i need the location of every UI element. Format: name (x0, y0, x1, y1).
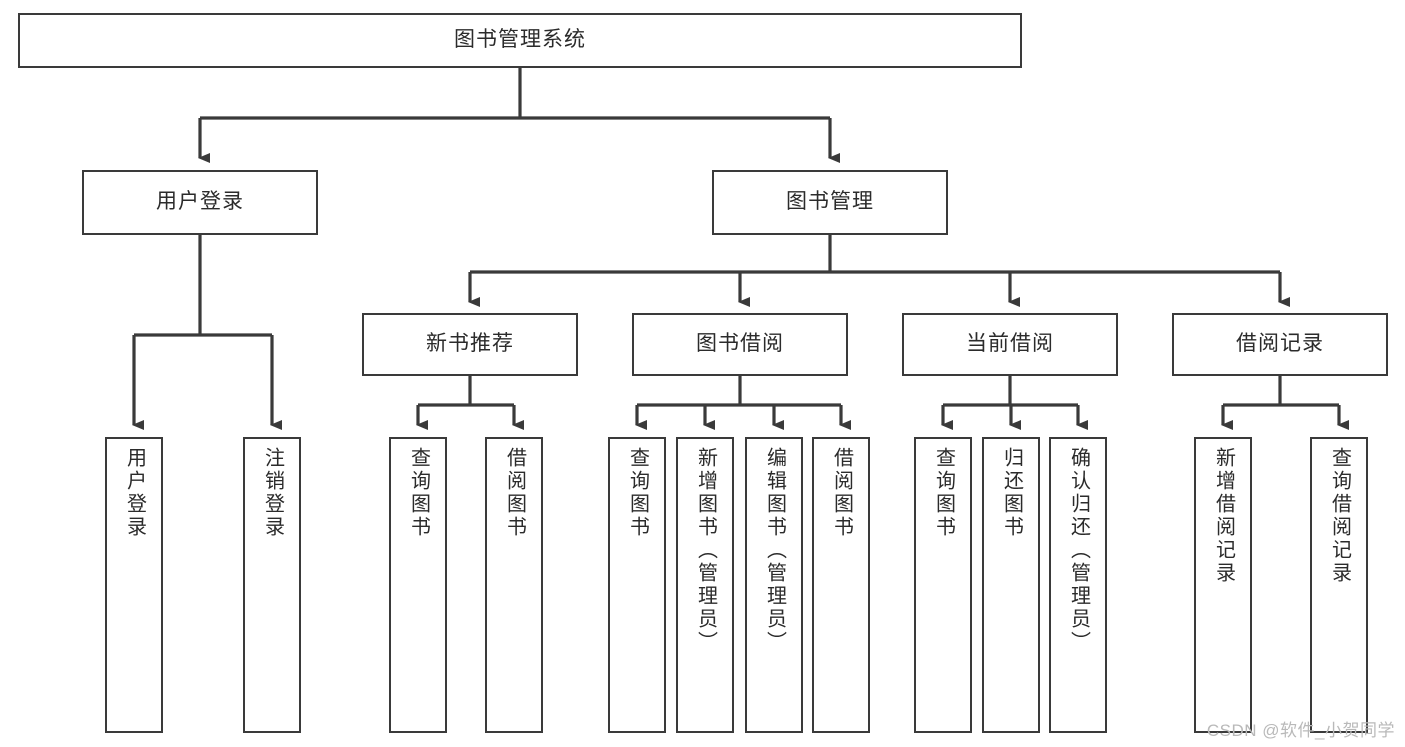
leaf-user-logout[interactable]: 注销登录 (243, 437, 301, 733)
node-label: 新书推荐 (426, 332, 514, 356)
leaf-current-return-book[interactable]: 归还图书 (982, 437, 1040, 733)
leaf-borrow-query-book[interactable]: 查询图书 (608, 437, 666, 733)
node-label: 图书借阅 (696, 332, 784, 356)
leaf-user-login[interactable]: 用户登录 (105, 437, 163, 733)
node-label: 当前借阅 (966, 332, 1054, 356)
leaf-borrow-add-book[interactable]: 新增图书（管理员） (676, 437, 734, 733)
node-new-book-recommend[interactable]: 新书推荐 (362, 313, 578, 376)
node-label: 查询图书 (932, 447, 955, 539)
node-book-management[interactable]: 图书管理 (712, 170, 948, 235)
leaf-borrow-edit-book[interactable]: 编辑图书（管理员） (745, 437, 803, 733)
leaf-recommend-borrow-book[interactable]: 借阅图书 (485, 437, 543, 733)
node-label: 编辑图书（管理员） (763, 447, 786, 654)
node-user-login[interactable]: 用户登录 (82, 170, 318, 235)
node-label: 图书管理系统 (454, 28, 586, 52)
node-root-system[interactable]: 图书管理系统 (18, 13, 1022, 68)
node-label: 新增借阅记录 (1212, 447, 1235, 585)
node-current-borrow[interactable]: 当前借阅 (902, 313, 1118, 376)
node-book-borrow[interactable]: 图书借阅 (632, 313, 848, 376)
node-label: 借阅图书 (503, 447, 526, 539)
leaf-recommend-query-book[interactable]: 查询图书 (389, 437, 447, 733)
node-label: 归还图书 (1000, 447, 1023, 539)
leaf-record-query-record[interactable]: 查询借阅记录 (1310, 437, 1368, 733)
leaf-current-query-book[interactable]: 查询图书 (914, 437, 972, 733)
node-label: 查询图书 (626, 447, 649, 539)
node-borrow-record[interactable]: 借阅记录 (1172, 313, 1388, 376)
leaf-borrow-borrow-book[interactable]: 借阅图书 (812, 437, 870, 733)
node-label: 用户登录 (156, 190, 244, 214)
node-label: 查询借阅记录 (1328, 447, 1351, 585)
node-label: 借阅记录 (1236, 332, 1324, 356)
node-label: 新增图书（管理员） (694, 447, 717, 654)
node-label: 图书管理 (786, 190, 874, 214)
csdn-watermark: CSDN @软件_小贺同学 (1206, 721, 1395, 740)
node-label: 用户登录 (123, 447, 146, 539)
leaf-current-confirm-return[interactable]: 确认归还（管理员） (1049, 437, 1107, 733)
node-label: 确认归还（管理员） (1067, 447, 1090, 654)
node-label: 注销登录 (261, 447, 284, 539)
node-label: 查询图书 (407, 447, 430, 539)
leaf-record-add-record[interactable]: 新增借阅记录 (1194, 437, 1252, 733)
node-label: 借阅图书 (830, 447, 853, 539)
